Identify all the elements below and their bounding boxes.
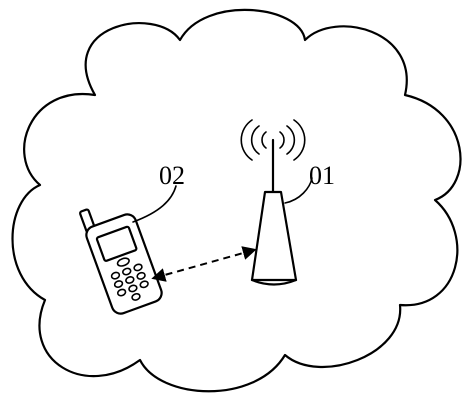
bidirectional-dashed-arrow <box>151 246 257 282</box>
radio-wave-middle-right <box>286 125 296 155</box>
radio-wave-inner-right <box>279 131 285 149</box>
radio-wave-outer-left <box>240 119 253 161</box>
network-coverage-cloud <box>11 8 462 393</box>
terminal-label: 02 <box>159 161 185 190</box>
leader-line-02 <box>132 185 177 223</box>
leader-line-01 <box>284 177 313 204</box>
phone-keypad <box>110 263 149 301</box>
radio-wave-inner-left <box>261 131 267 149</box>
tower-body <box>250 190 298 282</box>
base-station-label: 01 <box>309 161 335 190</box>
phone-nav-button <box>116 257 130 267</box>
phone-screen <box>95 225 138 262</box>
radio-wave-outer-right <box>293 119 306 161</box>
mobile-phone-icon <box>79 208 163 315</box>
antenna-tower-icon <box>240 119 306 286</box>
phone-body <box>85 213 163 315</box>
radio-wave-middle-left <box>250 125 260 155</box>
